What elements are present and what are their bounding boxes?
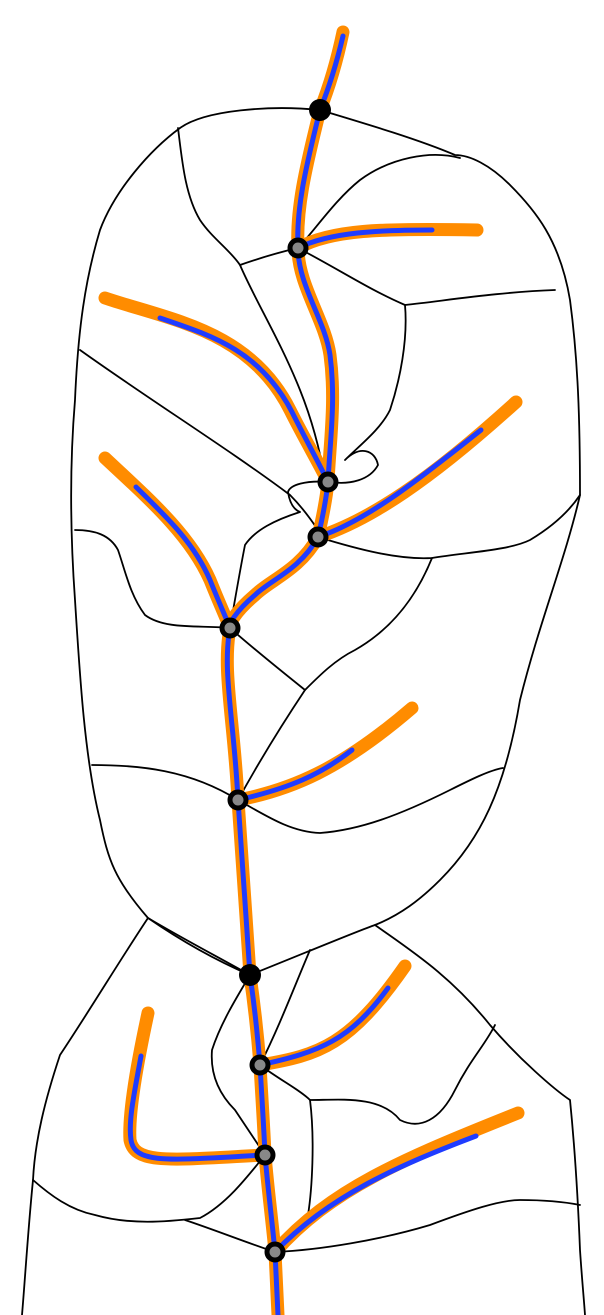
upper-watershed-outline [70, 107, 581, 976]
lower-watershed-outline [21, 917, 149, 1315]
divide [229, 480, 331, 629]
divide [210, 974, 266, 1156]
tributary [295, 227, 435, 251]
divide [309, 1024, 496, 1125]
divide [274, 1199, 581, 1253]
divide [237, 689, 306, 801]
confluence-node[interactable] [287, 237, 309, 259]
confluence-node[interactable] [249, 1054, 271, 1076]
tributary [272, 1133, 479, 1255]
tributary [315, 427, 484, 540]
confluence-node[interactable] [219, 617, 241, 639]
divide [79, 349, 319, 531]
divide [74, 529, 231, 629]
tributary [133, 484, 233, 631]
divide [259, 949, 311, 1066]
network-nodes [219, 99, 339, 1263]
divide [297, 247, 556, 306]
divide [229, 557, 433, 691]
tributary [257, 985, 391, 1068]
divide [317, 494, 581, 560]
tributary [235, 747, 355, 803]
tributary-halo [311, 395, 523, 544]
divide [91, 764, 504, 834]
lower-watershed-outline-east [374, 924, 586, 1315]
divide [184, 1219, 276, 1253]
divide [147, 917, 251, 976]
confluence-node[interactable] [254, 1144, 276, 1166]
confluence-node[interactable] [264, 1241, 286, 1263]
subbasin-boundaries [21, 107, 586, 1315]
tributary [157, 315, 331, 485]
stream-network-core [127, 33, 484, 1315]
divide [329, 304, 407, 484]
outlet-node[interactable] [239, 964, 261, 986]
divide [259, 1064, 314, 1216]
tributary-halo [98, 451, 237, 635]
confluence-node[interactable] [227, 789, 249, 811]
divide [32, 1154, 266, 1223]
divide [177, 127, 326, 481]
divide [297, 154, 461, 249]
outlet-node[interactable] [309, 99, 331, 121]
tributary-halo [123, 1006, 272, 1166]
confluence-node[interactable] [317, 471, 339, 493]
confluence-node[interactable] [307, 526, 329, 548]
tributary [127, 1053, 268, 1162]
